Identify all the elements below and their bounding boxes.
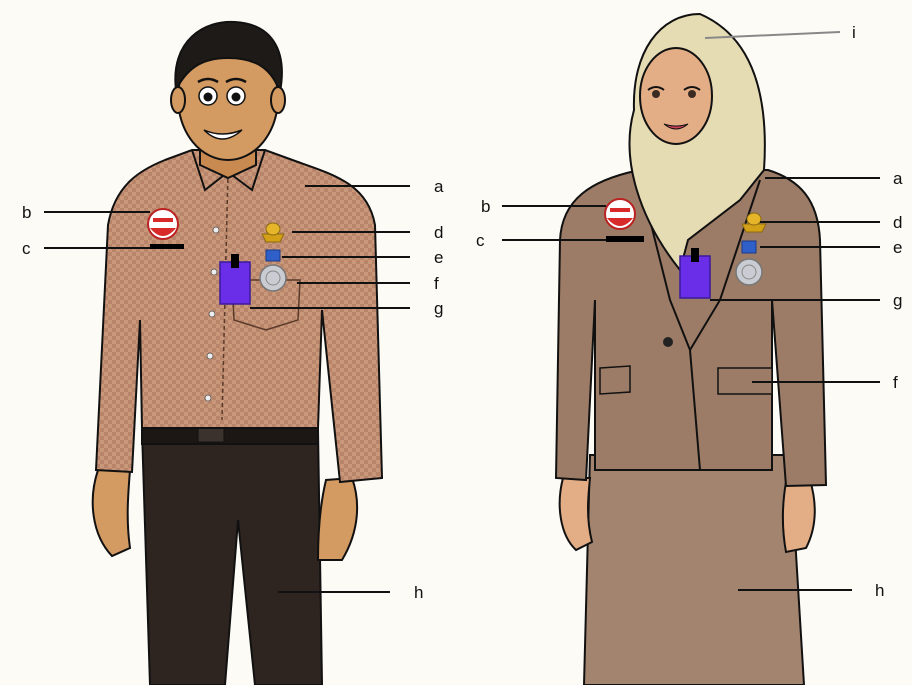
callout-h-male: h [414,583,423,602]
female-skirt [584,455,804,685]
callout-f-male: f [434,274,439,293]
female-jacket-pocket-left [600,366,630,394]
callout-a-female: a [893,169,903,188]
logo-badge-icon [605,199,635,229]
name-tag-icon [606,236,644,242]
callout-i-female: i [852,23,856,42]
callout-a-male: a [434,177,444,196]
callout-g-female: g [893,291,902,310]
id-card-icon [220,254,250,304]
male-right-hand [318,478,357,560]
callout-c-male: c [22,239,31,258]
logo-badge-icon [148,209,178,239]
callout-d-male: d [434,223,443,242]
female-figure [556,14,826,685]
callout-e-female: e [893,238,902,257]
callout-b-female: b [481,197,490,216]
callout-g-male: g [434,299,443,318]
id-card-icon [680,248,710,298]
callout-d-female: d [893,213,902,232]
callout-f-female: f [893,373,898,392]
callout-c-female: c [476,231,485,250]
male-left-hand [93,470,130,556]
female-left-hand [560,478,592,550]
name-tag-icon [150,244,184,249]
female-face [640,48,712,144]
callout-e-male: e [434,248,443,267]
callout-b-male: b [22,203,31,222]
male-trousers [142,430,322,685]
male-figure [93,22,382,685]
female-right-hand [783,480,815,552]
callout-h-female: h [875,581,884,600]
